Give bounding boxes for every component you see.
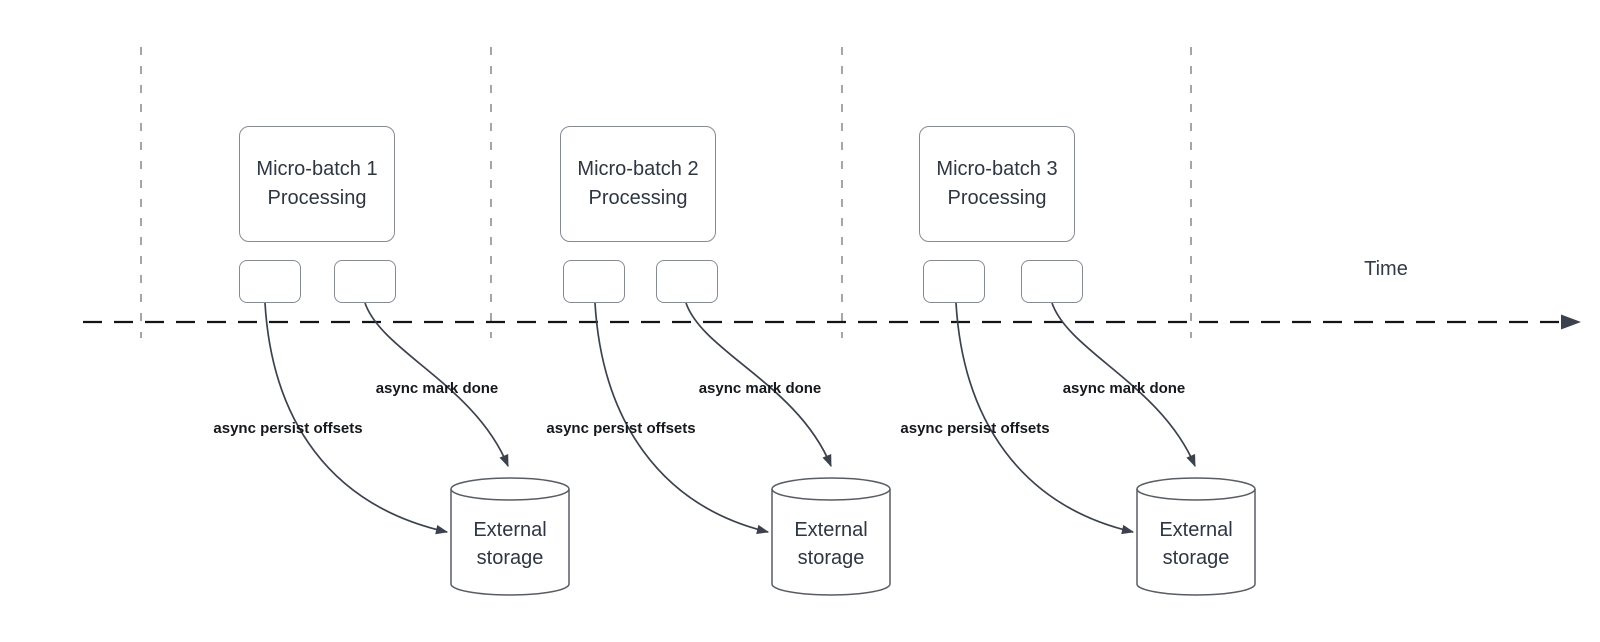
- micro-batch-3-label-line1: Micro-batch 3: [936, 158, 1058, 180]
- mark-done-task-box-2: [656, 260, 718, 303]
- external-storage-label-2-line1: External: [794, 519, 868, 541]
- micro-batch-1-label-line2: Processing: [267, 187, 367, 209]
- external-storage-label-3-line2: storage: [1162, 547, 1230, 569]
- micro-batch-3-label-line2: Processing: [947, 187, 1047, 209]
- external-storage-label-3-line1: External: [1159, 519, 1233, 541]
- persist-task-box-2: [563, 260, 625, 303]
- mark-done-label-1: async mark done: [375, 380, 499, 397]
- mark-done-arrow-3: [1051, 302, 1196, 468]
- micro-batch-1-label-line1: Micro-batch 1: [256, 158, 378, 180]
- external-storage-label-1-line1: External: [473, 519, 547, 541]
- persist-offsets-arrow-3: [955, 302, 1135, 535]
- persist-task-box-1: [239, 260, 301, 303]
- persist-offsets-label-1: async persist offsets: [213, 420, 363, 437]
- micro-batch-2-box: Micro-batch 2 Processing: [560, 126, 716, 242]
- external-storage-label-1: External storage: [451, 516, 569, 572]
- external-storage-label-2: External storage: [772, 516, 890, 572]
- mark-done-arrow-1: [364, 302, 509, 468]
- external-storage-label-2-line2: storage: [797, 547, 865, 569]
- persist-task-box-3: [923, 260, 985, 303]
- micro-batch-3-box: Micro-batch 3 Processing: [919, 126, 1075, 242]
- persist-offsets-label-2: async persist offsets: [546, 420, 696, 437]
- time-axis-arrowhead-icon: [1561, 314, 1581, 330]
- mark-done-label-2: async mark done: [698, 380, 822, 397]
- persist-offsets-label-3: async persist offsets: [900, 420, 1050, 437]
- persist-offsets-arrow-2: [594, 302, 770, 534]
- mark-done-label-3: async mark done: [1062, 380, 1186, 397]
- external-storage-label-3: External storage: [1137, 516, 1255, 572]
- mark-done-task-box-1: [334, 260, 396, 303]
- micro-batch-1-box: Micro-batch 1 Processing: [239, 126, 395, 242]
- database-cylinder-icon-3: [1136, 477, 1256, 596]
- database-cylinder-icon-1: [450, 477, 570, 596]
- micro-batch-2-label-line1: Micro-batch 2: [577, 158, 699, 180]
- mark-done-arrow-2: [685, 302, 832, 468]
- external-storage-label-1-line2: storage: [476, 547, 544, 569]
- mark-done-task-box-3: [1021, 260, 1083, 303]
- time-axis-label: Time: [1364, 258, 1408, 280]
- micro-batch-2-label-line2: Processing: [588, 187, 688, 209]
- database-cylinder-icon-2: [771, 477, 891, 596]
- persist-offsets-arrow-1: [264, 302, 449, 535]
